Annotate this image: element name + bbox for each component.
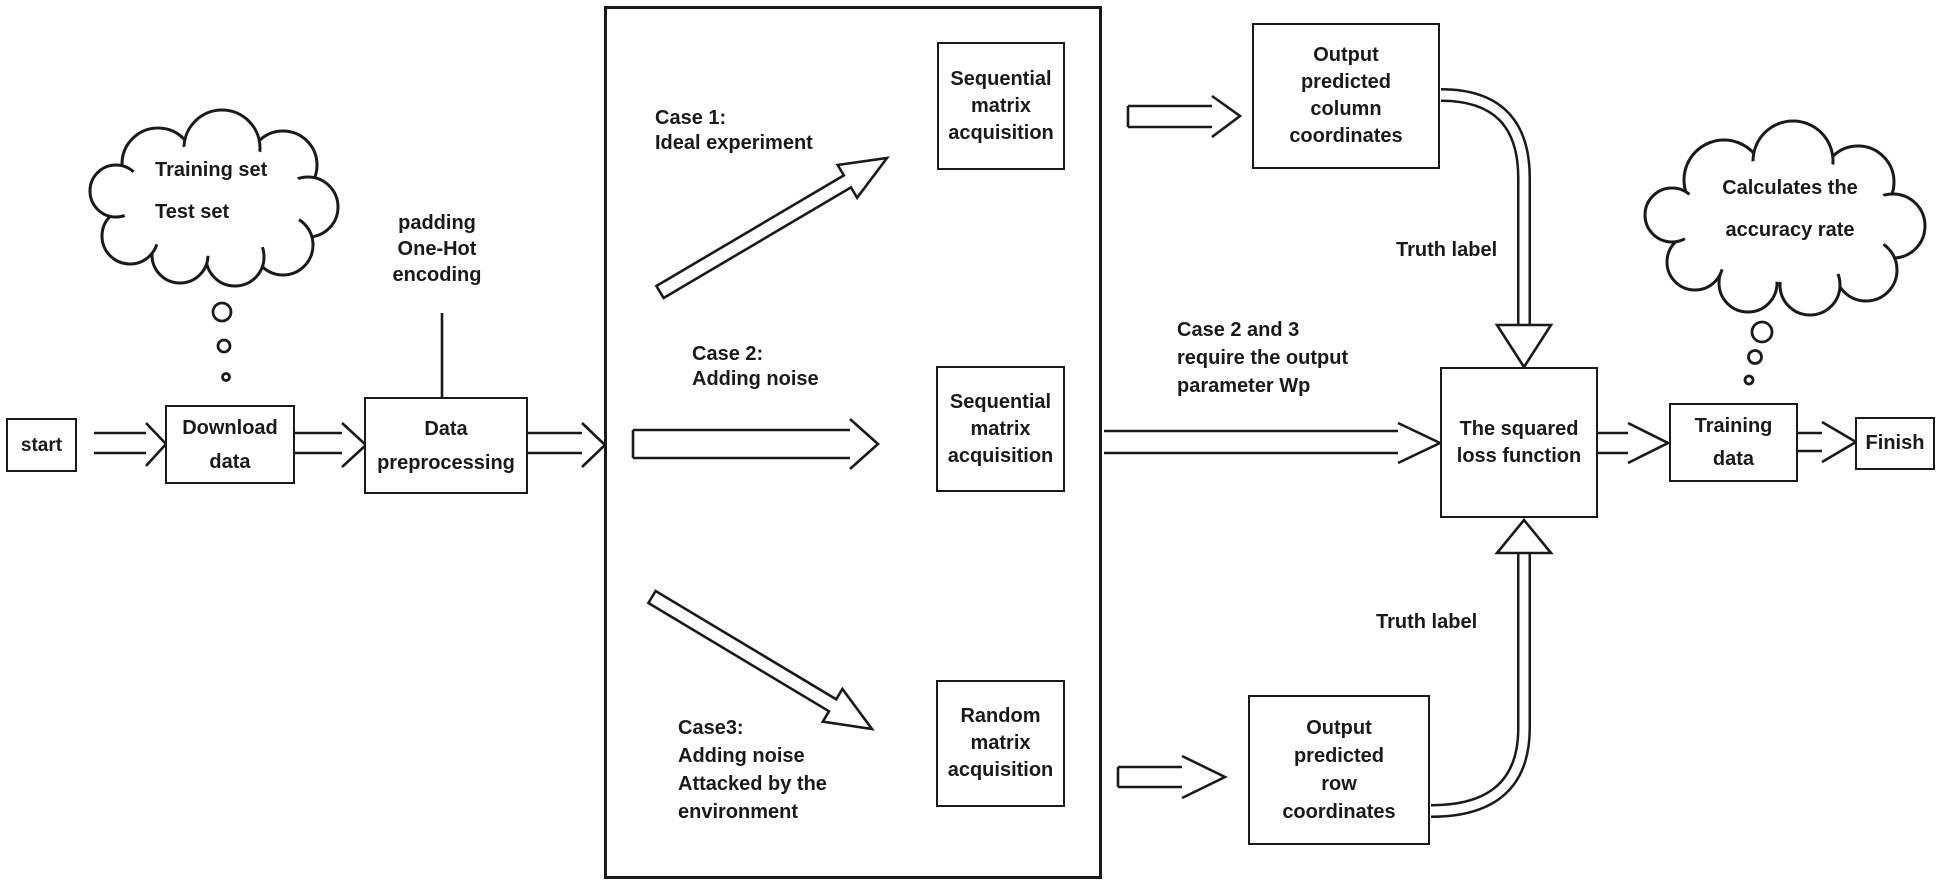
truth-label-top: Truth label [1396,239,1498,261]
flow-node-squared-loss: The squared loss function [1440,367,1598,518]
cloud-right-label: Calculates the accuracy rate [1722,177,1858,241]
arrow-container-to-output-row [1116,754,1228,800]
thought-bubbles-right-icon [1743,320,1774,386]
case3-label: Case3: Adding noise Attacked by the envi… [678,717,827,823]
flow-node-output-column: Output predicted column coordinates [1252,23,1440,169]
thought-cloud-left-icon [88,108,340,288]
connector-truth-label-top [1440,88,1554,370]
arrow-case1-diagonal [654,156,890,300]
case2-and-3-note-label: Case 2 and 3 require the output paramete… [1177,319,1349,397]
arrow-download-to-preprocessing [295,422,368,468]
flow-node-start: start [6,418,77,472]
cloud-left-label: Training set Test set [155,159,268,223]
truth-label-bottom: Truth label [1376,611,1478,633]
thought-cloud-right-icon [1643,119,1927,317]
connector-truth-label-bottom [1430,517,1554,818]
flow-node-download-data: Download data [165,405,295,484]
case1-label: Case 1: Ideal experiment [655,107,813,154]
padding-note-label: padding One-Hot encoding [392,212,482,286]
arrow-start-to-download [94,422,168,467]
arrow-preprocessing-to-container [528,422,607,468]
cases-container-frame [604,6,1102,879]
arrow-training-to-finish [1798,420,1859,464]
arrow-case3-diagonal [646,589,875,731]
flow-node-data-preprocessing: Data preprocessing [364,397,528,494]
flow-node-training-data: Training data [1669,403,1798,482]
arrow-loss-to-training [1598,421,1671,465]
flow-node-random-matrix: Random matrix acquisition [936,680,1065,807]
arrow-container-to-output-column [1126,94,1243,139]
flow-node-output-row: Output predicted row coordinates [1248,695,1430,845]
thought-bubbles-left-icon [211,301,233,382]
arrow-case2-horizontal [631,418,880,470]
case2-label: Case 2: Adding noise [692,343,819,390]
arrow-container-to-loss [1104,421,1444,465]
flow-node-sequential-matrix-2: Sequential matrix acquisition [936,366,1065,492]
flow-node-finish: Finish [1855,417,1935,470]
flow-node-sequential-matrix-1: Sequential matrix acquisition [937,42,1065,170]
